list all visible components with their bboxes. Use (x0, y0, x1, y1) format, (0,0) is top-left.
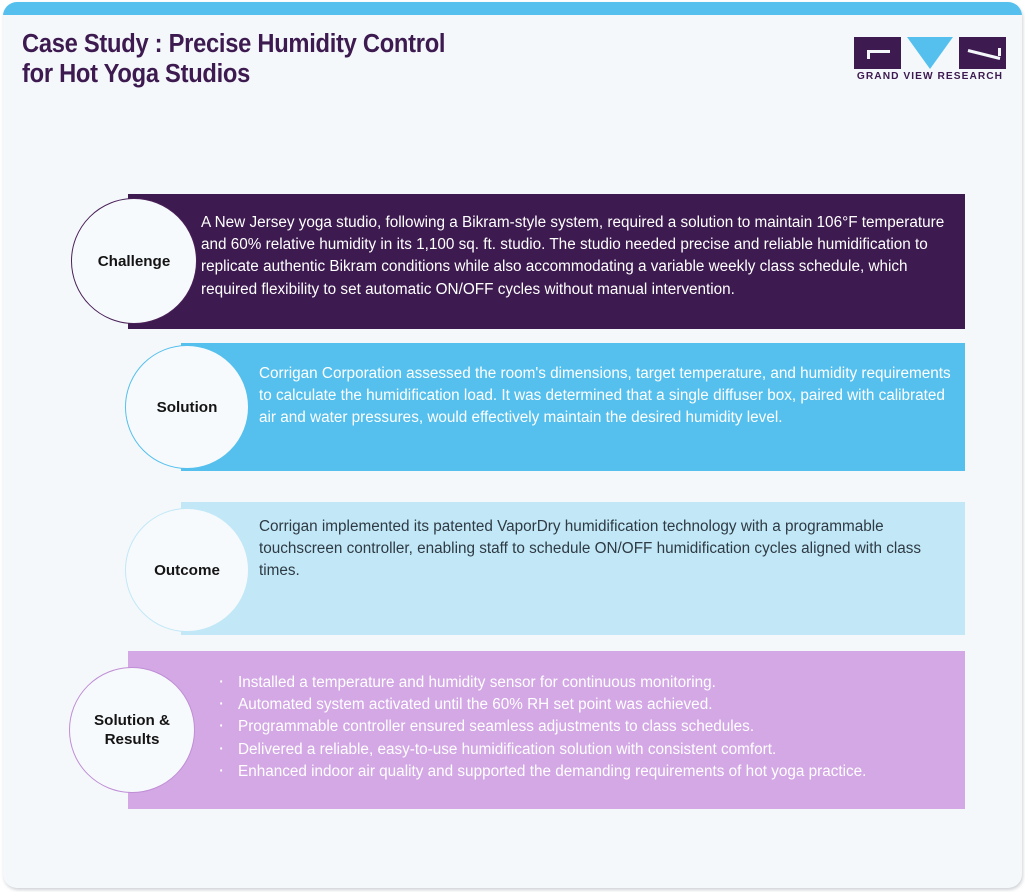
outcome-band (181, 502, 965, 635)
results-bullet-item: Delivered a reliable, easy-to-use humidi… (213, 738, 953, 761)
solution-band (181, 343, 965, 471)
results-bullet-item: Automated system activated until the 60%… (213, 693, 953, 716)
challenge-band (128, 194, 965, 329)
outcome-body: Corrigan implemented its patented VaporD… (259, 518, 922, 580)
results-bullet-item: Installed a temperature and humidity sen… (213, 671, 953, 694)
logo-triangle-icon (907, 37, 953, 69)
section-challenge: A New Jersey yoga studio, following a Bi… (3, 194, 1022, 329)
solution-badge: Solution (125, 345, 249, 469)
grand-view-research-logo: GRAND VIEW RESEARCH (854, 37, 1006, 89)
challenge-body: A New Jersey yoga studio, following a Bi… (201, 214, 945, 298)
top-accent-bar (3, 2, 1022, 15)
section-solution: Corrigan Corporation assessed the room's… (3, 343, 1022, 471)
header: Case Study : Precise Humidity Control fo… (3, 15, 1022, 103)
page-title: Case Study : Precise Humidity Control fo… (22, 30, 446, 88)
challenge-badge: Challenge (71, 198, 197, 324)
section-outcome: Corrigan implemented its patented VaporD… (3, 502, 1022, 635)
results-bullet-list: Installed a temperature and humidity sen… (213, 671, 953, 783)
results-label: Solution & Results (94, 712, 170, 748)
solution-label: Solution (156, 398, 218, 416)
challenge-label: Challenge (97, 252, 171, 270)
results-badge: Solution & Results (69, 667, 195, 793)
logo-mark-icon (854, 37, 1006, 69)
case-study-card: Case Study : Precise Humidity Control fo… (3, 2, 1022, 888)
outcome-label: Outcome (154, 561, 220, 579)
results-bullet-item: Enhanced indoor air quality and supporte… (213, 760, 953, 783)
logo-wordmark: GRAND VIEW RESEARCH (856, 71, 1004, 82)
results-bullet-item: Programmable controller ensured seamless… (213, 715, 953, 738)
section-solution-results: Installed a temperature and humidity sen… (3, 651, 1022, 809)
logo-left-block-icon (854, 37, 901, 69)
logo-right-block-icon (959, 37, 1006, 69)
results-body: Installed a temperature and humidity sen… (213, 651, 953, 783)
solution-body: Corrigan Corporation assessed the room's… (259, 365, 951, 427)
outcome-badge: Outcome (125, 508, 249, 632)
